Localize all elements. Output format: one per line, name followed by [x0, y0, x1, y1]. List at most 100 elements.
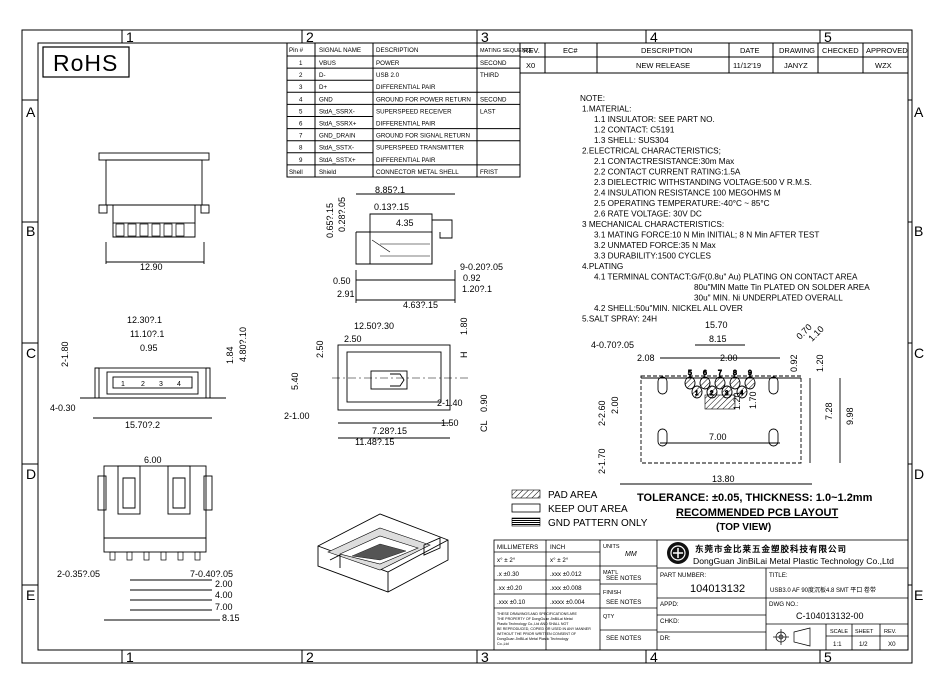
side-dim-f: 0.50: [333, 276, 351, 286]
tb-tol-3-in: .xxxx ±0.004: [550, 599, 585, 606]
top-dim-m: 0.90: [479, 394, 489, 412]
title-block: [493, 539, 909, 651]
front-width-dim: 12.90: [140, 262, 163, 272]
tb-dr: DR:: [660, 635, 671, 642]
pcb-pad-number: 1: [695, 391, 699, 397]
pcb-dim-7-28: 7.28: [824, 402, 834, 420]
rev-header-rev: REV.: [523, 46, 540, 55]
tb-tol-0-in: x° ± 2°: [550, 557, 569, 564]
tb-tol-2-mm: .xx ±0.20: [497, 585, 523, 592]
bottom-dim-d: 2.00: [215, 579, 233, 589]
tb-see1: SEE NOTES: [606, 575, 641, 582]
title-block-text: MILLIMETERS INCH UNITS MM x° ± 2° x° ± 2…: [497, 542, 897, 648]
pcb-dim-15-70: 15.70: [705, 320, 728, 330]
pin-cell-desc: SUPERSPEED TRANSMITTER: [376, 145, 464, 152]
tb-dwg-no-label: DWG NO.:: [769, 601, 799, 608]
zone-row-e-right: E: [914, 587, 923, 603]
note-line: 2.3 DIELECTRIC WITHSTANDING VOLTAGE:500 …: [594, 178, 812, 187]
note-line: 4.1 TERMINAL CONTACT:G/F(0.8u" Au) PLATI…: [594, 273, 858, 282]
zone-row-a-left: A: [26, 104, 36, 120]
pcb-pad: [684, 376, 696, 390]
zone-row-b-left: B: [26, 223, 35, 239]
pin-cell-desc: POWER: [376, 60, 400, 67]
face-pin-4: 4: [177, 381, 181, 388]
pcb-pad-number: 9: [748, 370, 752, 377]
zone-row-b-right: B: [914, 223, 923, 239]
face-pin-2: 2: [141, 381, 145, 388]
legend-gnd-label: GND PATTERN ONLY: [548, 518, 648, 529]
rev-header-date: DATE: [740, 46, 759, 55]
note-line: 3 MECHANICAL CHARACTERISTICS:: [582, 220, 724, 229]
rev-header-approved: APPROVED: [866, 46, 908, 55]
side-view: [355, 193, 456, 303]
pin-cell-pin: Shell: [289, 169, 303, 176]
pcb-dim-1-70: 1.70: [748, 391, 758, 409]
legend-keepout-label: KEEP OUT AREA: [548, 504, 628, 515]
pcb-pad-number: 3: [725, 391, 729, 397]
pin-cell-desc: CONNECTOR METAL SHELL: [376, 169, 459, 176]
zone-col-4-top: 4: [650, 29, 658, 45]
tb-units-val: MM: [625, 551, 637, 558]
pcb-pad-number: 8: [733, 370, 737, 377]
pcb-pad: [729, 376, 741, 390]
pcb-legend: PAD AREA KEEP OUT AREA GND PATTERN ONLY: [511, 489, 648, 529]
front-view: [98, 152, 210, 264]
zone-markers: 1 2 3 4 5 1 2 3 4 5 A B C D E A B C D E: [22, 29, 924, 665]
pin-cell-pin: 2: [299, 72, 303, 79]
pcb-pad: [736, 385, 748, 399]
face-dim-a: 12.30?.1: [127, 315, 162, 325]
pin-cell-signal: GND: [319, 96, 333, 103]
pin-table-header-pin: Pin #: [289, 47, 304, 54]
pcb-pad: [714, 376, 726, 390]
note-line: 2.5 OPERATING TEMPERATURE:-40°C ~ 85°C: [594, 199, 770, 208]
pcb-layout-title: RECOMMENDED PCB LAYOUT: [676, 507, 838, 519]
note-line: 1.1 INSULATOR: SEE PART NO.: [594, 115, 715, 124]
top-dim-h: 2-1.40: [437, 398, 463, 408]
zone-row-e-left: E: [26, 587, 35, 603]
note-line: 1.MATERIAL:: [582, 105, 631, 114]
bottom-dim-f: 7.00: [215, 602, 233, 612]
tb-chkd: CHKD:: [660, 618, 680, 625]
tb-units: UNITS: [603, 544, 620, 550]
note-line: 1.3 SHELL: SUS304: [594, 136, 669, 145]
top-dim-c: 2.50: [315, 340, 325, 358]
bottom-dim-b: 2-0.35?.05: [57, 569, 100, 579]
tb-title-val: USB3.0 AF 90度沉板4.8 SMT 平口 卷带: [770, 586, 876, 594]
side-dim-j: 1.20?.1: [462, 284, 492, 294]
pcb-dim-2-08: 2.08: [637, 353, 655, 363]
zone-row-d-left: D: [26, 466, 36, 482]
side-dim-e: 0.28?.05: [337, 197, 347, 232]
note-line: NOTE:: [580, 94, 605, 103]
zone-col-1-bottom: 1: [126, 649, 134, 665]
top-dim-b: 2.50: [344, 334, 362, 344]
pin-cell-desc: DIFFERENTIAL PAIR: [376, 84, 436, 91]
note-line: 2.2 CONTACT CURRENT RATING:1.5A: [594, 168, 741, 177]
pcb-pad: [691, 385, 703, 399]
tb-tol-3-mm: .xxx ±0.10: [497, 599, 526, 606]
tb-sheet: 1/2: [859, 641, 868, 648]
tb-company-en: DongGuan JinBiLai Metal Plastic Technolo…: [693, 556, 894, 566]
tb-tol-2-in: .xxx ±0.008: [550, 585, 582, 592]
pcb-dim-13-80: 13.80: [712, 474, 735, 484]
rev-row-approved: WZX: [875, 61, 892, 70]
pin-cell-desc: DIFFERENTIAL PAIR: [376, 121, 436, 128]
side-dim-b: 0.13?.15: [374, 202, 409, 212]
pin-cell-signal: StdA_SSRX-: [319, 108, 355, 115]
face-dim-b: 11.10?.1: [130, 329, 164, 339]
note-line: 3.2 UNMATED FORCE:35 N Max: [594, 241, 716, 250]
top-dim-i: 1.50: [441, 418, 459, 428]
rohs-stamp: RoHS: [42, 46, 130, 78]
tb-qty: QTY: [603, 614, 615, 620]
pin-cell-desc: SUPERSPEED RECEIVER: [376, 108, 452, 115]
pin-cell-pin: 3: [299, 84, 303, 91]
bottom-dim-c: 7-0.40?.05: [190, 569, 233, 579]
pcb-dim-0-92: 0.92: [789, 354, 799, 372]
tb-inch: INCH: [550, 544, 565, 551]
side-dim-d: 0.65?.15: [325, 203, 335, 238]
note-line: 1.2 CONTACT: C5191: [594, 126, 675, 135]
tb-rev: X0: [888, 641, 896, 648]
tb-dwg-no: C-104013132-00: [796, 611, 864, 621]
face-view: [80, 367, 226, 419]
face-pin-3: 3: [159, 381, 163, 388]
